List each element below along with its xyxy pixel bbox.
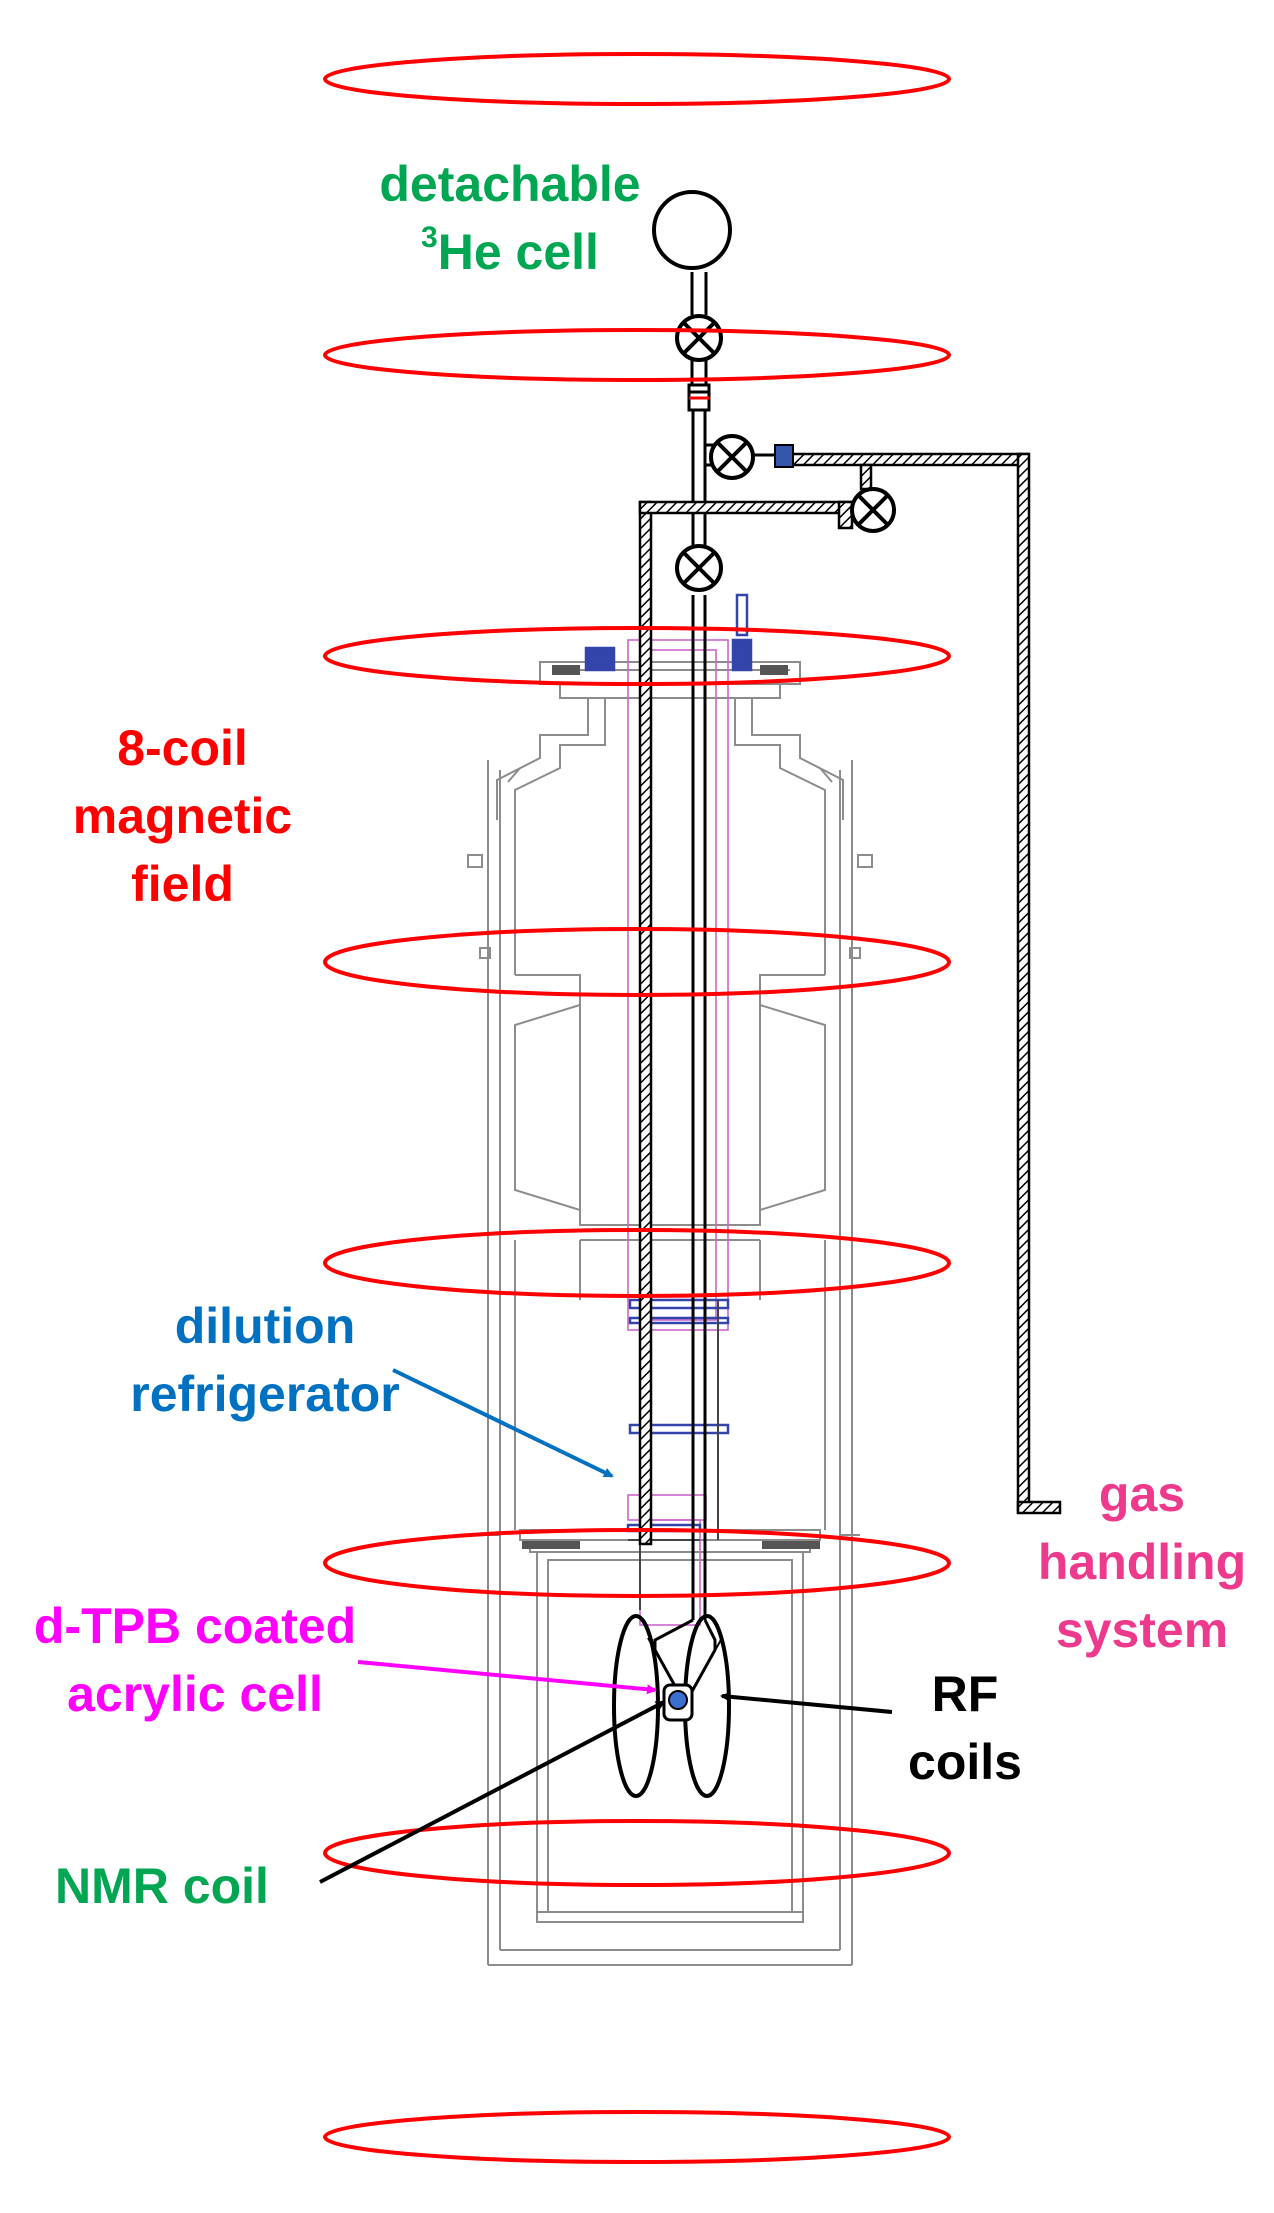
valves	[675, 314, 896, 592]
label-nmr-coil: NMR coil	[55, 1852, 269, 1920]
label-rf-line2: coils	[908, 1734, 1022, 1790]
arrow-acrylic	[357, 1660, 657, 1695]
label-rf-line1: RF	[931, 1666, 999, 1722]
valve-main	[675, 544, 723, 592]
label-acrylic-cell: d-TPB coated acrylic cell	[5, 1592, 385, 1728]
field-coil	[323, 328, 951, 382]
label-detachable-line2: 3He cell	[340, 218, 680, 286]
gas-lines	[638, 452, 1062, 1546]
field-coil	[323, 2110, 951, 2164]
field-coil	[323, 52, 951, 106]
field-coil	[323, 1528, 951, 1598]
label-magnetic-field: 8-coil magnetic field	[40, 714, 325, 918]
acrylic-cell	[662, 1683, 694, 1722]
label-detachable-sup: 3	[421, 221, 438, 254]
fill-tube	[647, 272, 723, 1696]
field-coil	[323, 1819, 951, 1887]
label-detachable-cell: detachable 3He cell	[340, 150, 680, 286]
label-gas-handling: gas handling system	[1010, 1460, 1274, 1664]
field-coil	[323, 927, 951, 997]
label-rf-coils: RF coils	[890, 1660, 1040, 1796]
field-coil	[323, 626, 951, 686]
label-dilution-line1: dilution	[174, 1298, 356, 1354]
valve-top	[675, 314, 723, 362]
valve-branch	[709, 434, 755, 480]
valve-bypass	[850, 487, 896, 533]
label-magnetic-line1: 8-coil	[117, 720, 248, 776]
label-acrylic-line2: acrylic cell	[67, 1666, 323, 1722]
he3-cell-bulb	[652, 190, 732, 270]
field-coil	[323, 1228, 951, 1298]
label-dilution-line2: refrigerator	[130, 1366, 400, 1422]
field-coils	[323, 52, 951, 2164]
insert-plates	[584, 593, 753, 1533]
flange-bands	[522, 665, 820, 1549]
label-detachable-rest: He cell	[437, 224, 599, 280]
arrow-dilution	[392, 1368, 614, 1478]
label-nmr-line1: NMR coil	[55, 1858, 269, 1914]
label-magnetic-line3: field	[131, 856, 234, 912]
label-gas-line2: handling	[1037, 1534, 1247, 1590]
arrow-rf	[720, 1691, 893, 1714]
label-gas-line3: system	[1055, 1602, 1229, 1658]
label-acrylic-line1: d-TPB coated	[33, 1598, 357, 1654]
blue-fitting	[774, 444, 794, 468]
arrow-nmr	[319, 1700, 666, 1884]
label-dilution-refrigerator: dilution refrigerator	[100, 1292, 430, 1428]
label-magnetic-line2: magnetic	[72, 788, 293, 844]
label-gas-line1: gas	[1098, 1466, 1186, 1522]
cryostat-body	[467, 661, 873, 1966]
label-detachable-line1: detachable	[379, 156, 641, 212]
